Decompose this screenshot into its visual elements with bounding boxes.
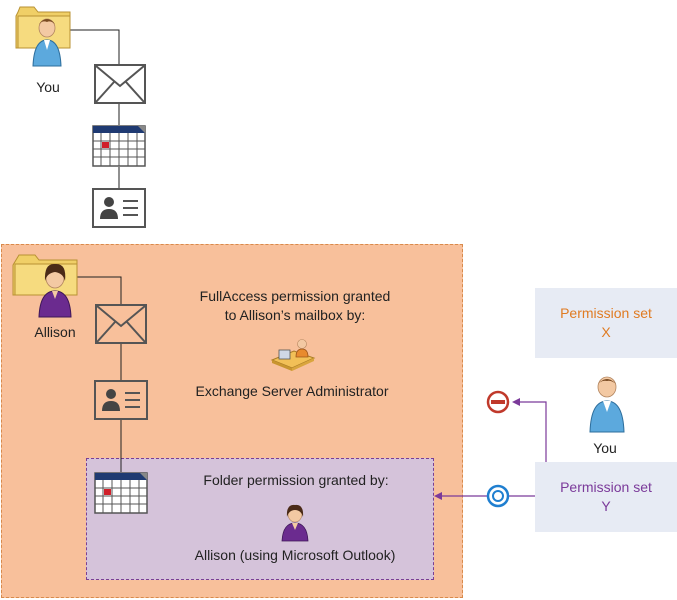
fullaccess-line1: FullAccess permission granted (199, 288, 391, 304)
folder-user-icon (15, 6, 71, 67)
permission-set-x-line1: Permission set (560, 305, 652, 321)
user-icon (281, 504, 309, 542)
allison-label: Allison (34, 324, 76, 340)
admin-workstation-icon (270, 339, 316, 371)
mail-icon (94, 64, 146, 104)
contact-card-icon (94, 380, 148, 420)
connector-allison-mail (72, 276, 122, 304)
arrowhead-mailbox (512, 398, 520, 406)
fullaccess-text: FullAccess permission granted to Allison… (170, 287, 420, 325)
connector-you-mail (68, 29, 120, 64)
folder-permission-title: Folder permission granted by: (203, 472, 389, 488)
permission-set-x-line2: X (601, 324, 611, 340)
permission-set-x: Permission set X (535, 288, 677, 358)
permission-set-y-line2: Y (601, 498, 611, 514)
user-icon (589, 376, 625, 433)
folder-user-icon (12, 254, 78, 318)
contact-card-icon (92, 188, 146, 228)
deny-icon (486, 390, 510, 414)
calendar-icon (94, 472, 148, 514)
folder-permission-by: Allison (using Microsoft Outlook) (194, 547, 396, 563)
you-top-label: You (36, 79, 60, 95)
you-right-label: You (593, 440, 617, 456)
calendar-icon (92, 125, 146, 167)
admin-label: Exchange Server Administrator (195, 383, 389, 399)
permission-set-y-line1: Permission set (560, 479, 652, 495)
mail-icon (95, 304, 147, 344)
arrow-y-to-mailbox (518, 401, 547, 462)
allow-icon (486, 484, 510, 508)
arrowhead-folder (434, 492, 442, 500)
fullaccess-line2: to Allison’s mailbox by: (224, 307, 366, 323)
permission-set-y: Permission set Y (535, 462, 677, 532)
